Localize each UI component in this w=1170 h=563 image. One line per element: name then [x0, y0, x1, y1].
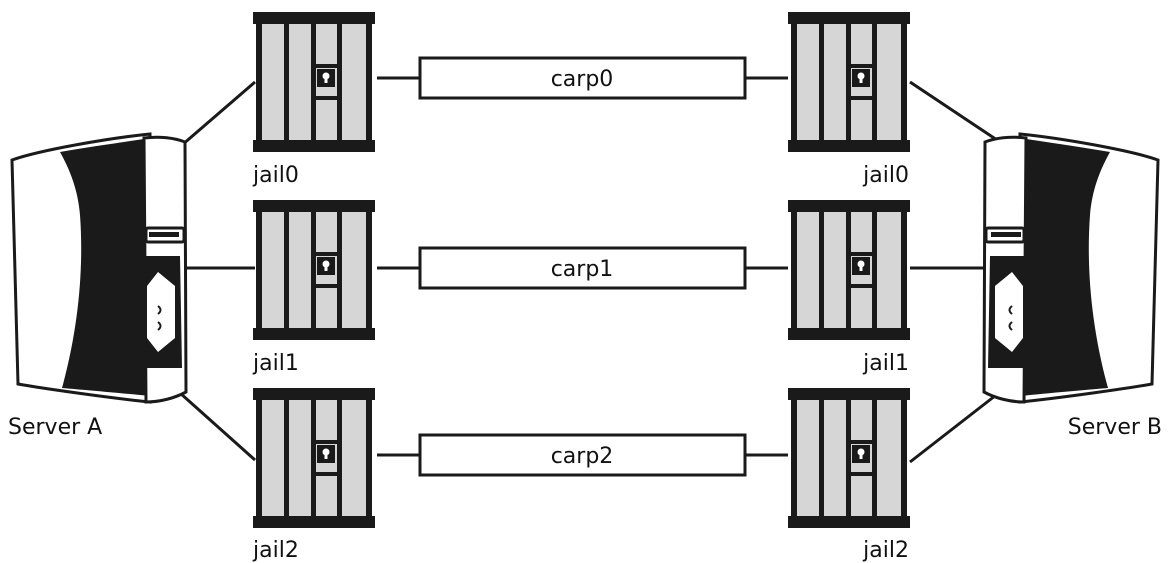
- server-a-icon: [10, 132, 188, 404]
- jail-right-1-label: jail1: [862, 351, 909, 376]
- carp-label-0: carp0: [551, 67, 614, 92]
- jail-left-1-icon: [253, 200, 375, 340]
- jail-right-2-label: jail2: [862, 538, 909, 563]
- jail-right-0-icon: [788, 12, 910, 152]
- jail-left-0-icon: [253, 12, 375, 152]
- jail-left-1-label: jail1: [252, 351, 299, 376]
- jail-left-2-icon: [253, 388, 375, 528]
- carp-box-0: carp0: [418, 56, 747, 100]
- carp-box-1: carp1: [418, 246, 747, 290]
- link-serverA-jail0: [181, 80, 256, 147]
- jail-right-2-icon: [788, 388, 910, 528]
- server-a-label: Server A: [8, 415, 102, 440]
- carp-label-2: carp2: [551, 444, 614, 469]
- jail-right-0-label: jail0: [862, 163, 909, 188]
- jail-left-0-label: jail0: [252, 163, 299, 188]
- link-serverA-jail2: [179, 391, 256, 462]
- carp-label-1: carp1: [551, 257, 614, 282]
- server-b-label: Server B: [1068, 415, 1162, 440]
- link-jail2-serverB: [909, 390, 1001, 464]
- carp-box-2: carp2: [418, 433, 747, 477]
- jail-right-1-icon: [788, 200, 910, 340]
- jail-left-2-label: jail2: [252, 538, 299, 563]
- server-b-icon: [982, 132, 1160, 404]
